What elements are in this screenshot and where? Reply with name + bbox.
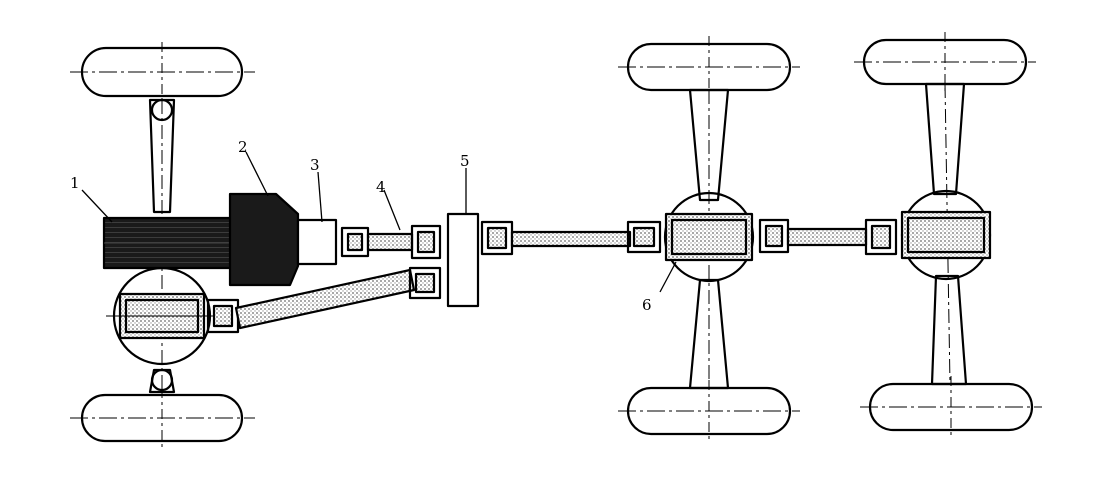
callout-1: 1 [70,174,80,192]
callout-3: 3 [310,156,320,174]
middle-axle [618,36,800,442]
callout-2: 2 [238,138,248,156]
middle-differential [663,191,755,283]
leader-lines [81,151,677,293]
gearbox [296,218,338,266]
engine [102,216,236,270]
clutch-housing [228,192,300,287]
propeller-shaft-front-section [340,224,442,260]
transfer-case [446,212,480,308]
rear-drive-shaft [480,220,662,256]
inter-axle-shaft [786,218,898,256]
front-drive-shaft [234,266,442,330]
callout-5: 5 [460,152,470,170]
rear-axle [854,32,1042,438]
callout-6: 6 [642,296,652,314]
rear-differential [900,189,992,281]
callout-4: 4 [376,178,386,196]
